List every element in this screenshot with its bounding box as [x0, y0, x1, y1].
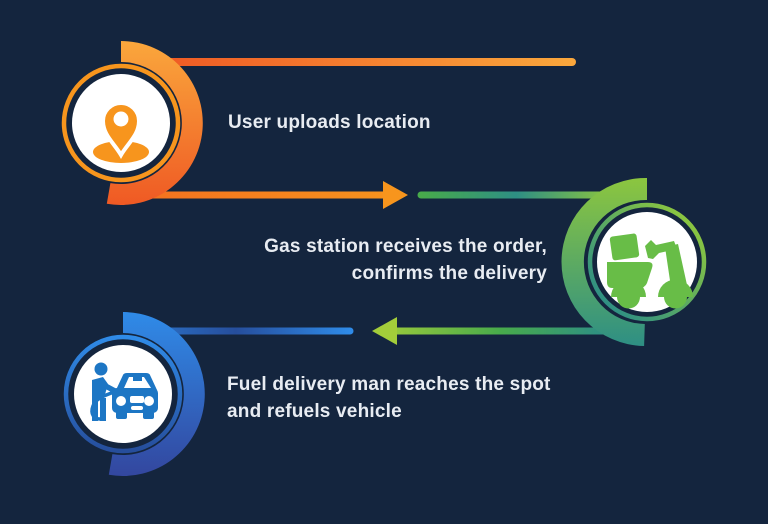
pin-body	[100, 101, 142, 159]
scooter-neck	[665, 244, 689, 294]
refuel-car-icon	[90, 362, 158, 421]
step2-label-line1: Gas station receives the order,	[264, 236, 547, 257]
car-headlight-left	[116, 396, 126, 406]
car-windshield	[124, 377, 151, 388]
person-leg-left	[92, 398, 98, 421]
scooter-rear-fender	[611, 279, 646, 297]
step2-label: Gas station receives the order, confirms…	[264, 233, 547, 287]
step1-crescent	[106, 41, 203, 205]
step3-label: Fuel delivery man reaches the spot and r…	[227, 371, 551, 425]
step1-ring	[61, 63, 181, 183]
arrow-left-icon	[372, 317, 397, 345]
step1-label-line: User uploads location	[228, 112, 431, 133]
pin-hole	[113, 111, 129, 127]
step2-crescent	[561, 177, 647, 346]
car-headlight-right	[144, 396, 154, 406]
scooter-rear-wheel	[617, 297, 640, 309]
fuel-hose	[90, 390, 116, 421]
car-wheel-left	[116, 411, 127, 419]
step3-label-line1: Fuel delivery man reaches the spot	[227, 374, 551, 395]
step3-crescent	[108, 312, 205, 476]
person-head	[94, 362, 108, 376]
step3-label-line2: and refuels vehicle	[227, 401, 402, 422]
scooter-front-wheel	[664, 297, 687, 309]
car-grille	[130, 396, 144, 403]
step2-label-line2: confirms the delivery	[351, 263, 547, 284]
step3-badge	[63, 312, 205, 476]
step2-ring	[587, 202, 707, 322]
step3-ring	[63, 334, 183, 454]
step1-badge	[61, 41, 203, 205]
delivery-scooter-icon	[607, 233, 693, 309]
scooter-box	[609, 233, 640, 261]
step2-badge	[561, 177, 707, 346]
step1-label: User uploads location	[228, 109, 431, 136]
location-pin-icon	[93, 101, 149, 163]
person-arm	[97, 380, 118, 394]
car-mirror	[133, 375, 142, 381]
car-wheel-right	[143, 411, 154, 419]
person-leg-right	[100, 398, 106, 421]
scooter-handlebar	[645, 240, 677, 259]
arrow-right-icon	[383, 181, 408, 209]
car-bumper	[131, 406, 143, 410]
scooter-body	[607, 262, 653, 288]
